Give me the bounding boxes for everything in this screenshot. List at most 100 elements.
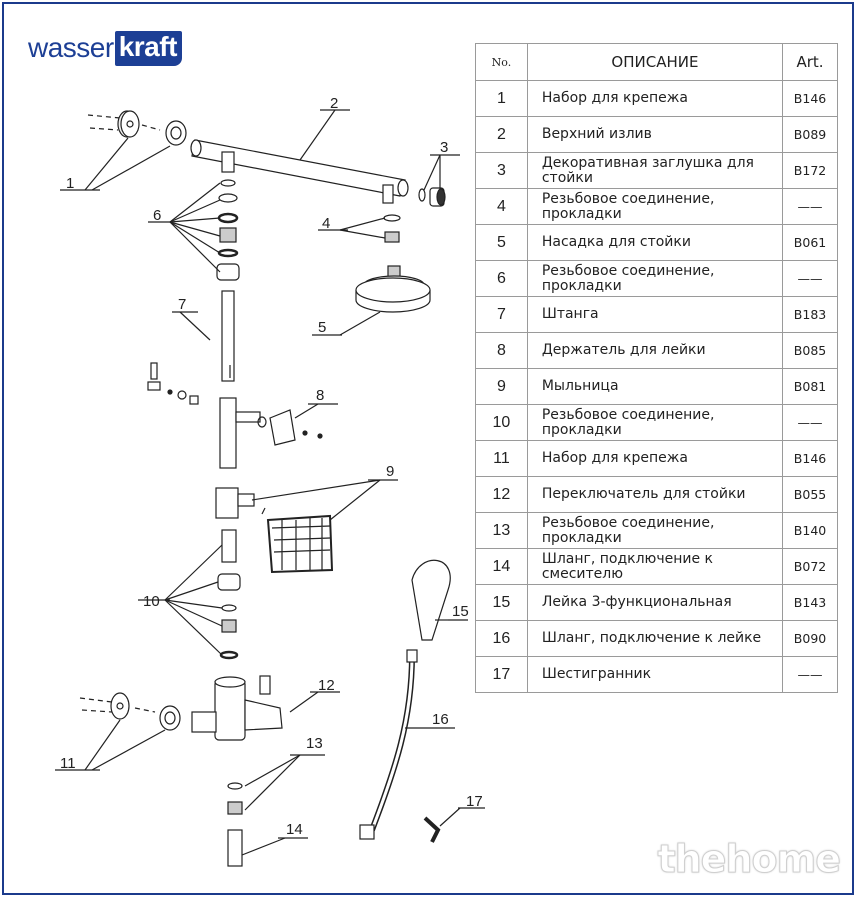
part-10-threaded-connection bbox=[138, 529, 241, 660]
row-art: B089 bbox=[782, 116, 838, 153]
part-12-diverter bbox=[191, 675, 340, 741]
row-description: Резьбовое соединение, прокладки bbox=[526, 512, 784, 549]
callout-16: 16 bbox=[432, 711, 449, 728]
row-description: Шланг, подключение к смесителю bbox=[526, 548, 784, 585]
row-art: —— bbox=[782, 656, 838, 693]
part-11-wall-mount bbox=[55, 692, 181, 771]
row-art: B143 bbox=[782, 584, 838, 621]
part-8-holder bbox=[147, 362, 338, 469]
row-art: —— bbox=[782, 404, 838, 441]
callout-4: 4 bbox=[322, 215, 330, 232]
callout-7: 7 bbox=[178, 296, 186, 313]
callout-14: 14 bbox=[286, 821, 303, 838]
row-description: Лейка 3-функциональная bbox=[526, 584, 784, 621]
row-number: 3 bbox=[475, 152, 528, 189]
callout-15: 15 bbox=[452, 603, 469, 620]
row-number: 4 bbox=[475, 188, 528, 225]
callout-12: 12 bbox=[318, 677, 335, 694]
parts-table-header: No. ОПИСАНИЕ Art. bbox=[475, 43, 838, 81]
row-number: 11 bbox=[475, 440, 528, 477]
part-6-threaded-connection bbox=[148, 179, 240, 281]
row-number: 13 bbox=[475, 512, 528, 549]
callout-8: 8 bbox=[316, 387, 324, 404]
row-description: Набор для крепежа bbox=[526, 440, 784, 477]
part-14-mixer-hose bbox=[227, 829, 308, 867]
row-art: —— bbox=[782, 260, 838, 297]
row-art: B061 bbox=[782, 224, 838, 261]
callout-3: 3 bbox=[440, 139, 448, 156]
row-art: B146 bbox=[782, 80, 838, 117]
row-number: 5 bbox=[475, 224, 528, 261]
watermark: thehome bbox=[657, 837, 842, 882]
row-description: Набор для крепежа bbox=[526, 80, 784, 117]
row-number: 10 bbox=[475, 404, 528, 441]
row-art: B072 bbox=[782, 548, 838, 585]
row-art: B183 bbox=[782, 296, 838, 333]
part-5-shower-head bbox=[312, 265, 431, 336]
callout-6: 6 bbox=[153, 207, 161, 224]
row-description: Резьбовое соединение, прокладки bbox=[526, 404, 784, 441]
part-3-end-cap bbox=[418, 154, 460, 207]
callout-10: 10 bbox=[143, 593, 160, 610]
row-art: B090 bbox=[782, 620, 838, 657]
part-9-soap-dish bbox=[215, 479, 398, 574]
row-art: B146 bbox=[782, 440, 838, 477]
header-no: No. bbox=[475, 43, 528, 81]
row-number: 14 bbox=[475, 548, 528, 585]
row-description: Резьбовое соединение, прокладки bbox=[526, 260, 784, 297]
brand-logo-word: wasser bbox=[28, 32, 114, 63]
header-description: ОПИСАНИЕ bbox=[526, 43, 784, 81]
row-art: B172 bbox=[782, 152, 838, 189]
row-description: Переключатель для стойки bbox=[526, 476, 784, 513]
callout-17: 17 bbox=[466, 793, 483, 810]
row-number: 7 bbox=[475, 296, 528, 333]
row-description: Шестигранник bbox=[526, 656, 784, 693]
part-15-hand-shower bbox=[411, 559, 468, 641]
row-description: Резьбовое соединение, прокладки bbox=[526, 188, 784, 225]
part-13-threaded-connection bbox=[227, 754, 325, 815]
callout-5: 5 bbox=[318, 319, 326, 336]
callout-labels: 1 2 3 4 5 6 7 8 9 10 11 12 13 14 15 16 1… bbox=[60, 95, 483, 838]
row-number: 15 bbox=[475, 584, 528, 621]
row-description: Шланг, подключение к лейке bbox=[526, 620, 784, 657]
part-1-wall-mount bbox=[60, 110, 187, 191]
part-7-rod bbox=[172, 290, 235, 382]
row-art: B055 bbox=[782, 476, 838, 513]
part-2-top-arm bbox=[190, 109, 409, 204]
callout-2: 2 bbox=[330, 95, 338, 112]
row-number: 8 bbox=[475, 332, 528, 369]
part-17-hex-key bbox=[423, 807, 485, 843]
row-number: 2 bbox=[475, 116, 528, 153]
row-description: Верхний излив bbox=[526, 116, 784, 153]
row-number: 16 bbox=[475, 620, 528, 657]
callout-9: 9 bbox=[386, 463, 394, 480]
row-art: —— bbox=[782, 188, 838, 225]
row-number: 6 bbox=[475, 260, 528, 297]
part-4-threaded-connection bbox=[318, 214, 401, 243]
row-description: Держатель для лейки bbox=[526, 332, 784, 369]
part-16-shower-hose bbox=[359, 649, 455, 840]
header-art: Art. bbox=[782, 43, 838, 81]
row-number: 12 bbox=[475, 476, 528, 513]
row-art: B140 bbox=[782, 512, 838, 549]
row-description: Насадка для стойки bbox=[526, 224, 784, 261]
callout-1: 1 bbox=[66, 175, 74, 192]
row-description: Декоративная заглушка для стойки bbox=[526, 152, 784, 189]
